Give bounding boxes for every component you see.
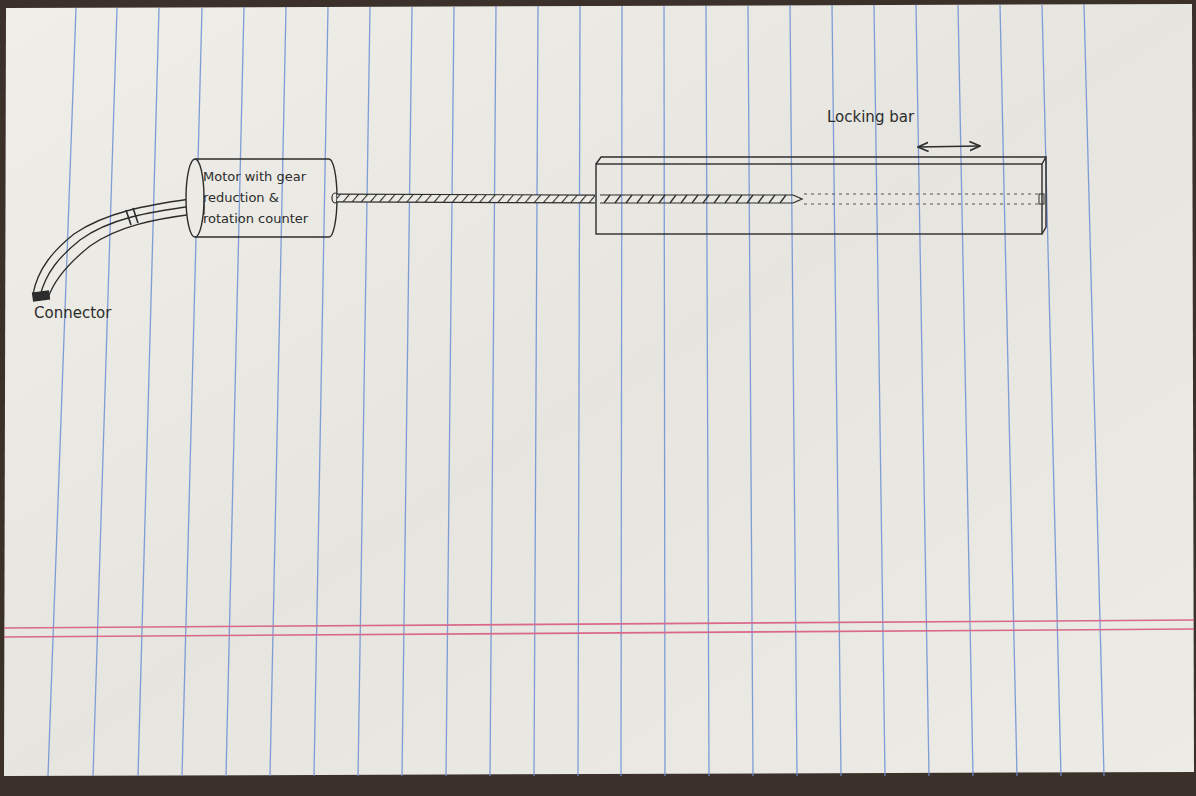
ruled-line [748, 6, 753, 776]
motion-arrow [918, 146, 980, 147]
ruled-lines [48, 4, 1104, 776]
ruled-line [182, 8, 202, 776]
ruled-line [402, 7, 412, 776]
ruled-line [48, 8, 76, 776]
ruled-line [958, 5, 973, 776]
cable-wire [40, 206, 192, 296]
paper-sheet [4, 4, 1194, 776]
margin-lines [4, 620, 1194, 637]
cylinder-end [329, 159, 337, 237]
screw-edge [600, 202, 793, 203]
ruled-line [226, 7, 244, 776]
screw-inside-bar [600, 194, 1044, 204]
motor-shaft [332, 193, 338, 203]
ruled-line [578, 6, 580, 776]
locking-bar: Locking bar [595, 163, 1047, 235]
ruled-line [490, 6, 496, 776]
cable-wire [48, 214, 194, 298]
ruled-line [270, 7, 286, 776]
ruled-line [93, 8, 117, 776]
ruled-line [706, 6, 709, 776]
ruled-line [534, 6, 538, 776]
motor-text: Motor with gear reduction & rotation cou… [203, 166, 329, 229]
ruled-line [790, 5, 797, 776]
margin-line [4, 629, 1194, 637]
ruled-line [138, 8, 159, 776]
locking-bar-outline [595, 163, 1047, 235]
locking-bar-label: Locking bar [827, 107, 967, 128]
rod-thread [337, 198, 595, 199]
ruled-line [446, 7, 454, 776]
screw-tip [793, 195, 802, 203]
ruled-line [664, 6, 665, 776]
hidden-bore [804, 204, 1040, 205]
ruled-line [1042, 5, 1061, 776]
ruled-line [1000, 5, 1017, 776]
hidden-bore [804, 194, 1040, 195]
ruled-line [916, 5, 929, 776]
bar-top-face [596, 157, 1046, 234]
bar-front [596, 164, 1042, 234]
motor-cylinder: Motor with gear reduction & rotation cou… [185, 158, 337, 238]
screw-thread [604, 195, 786, 203]
cable-tie [126, 208, 138, 225]
connector-plug [33, 291, 50, 301]
cylinder-body [195, 159, 329, 237]
margin-line [4, 620, 1194, 628]
ruled-line [358, 7, 370, 776]
ruled-line [314, 7, 328, 776]
rod-outline [337, 198, 595, 199]
connector-label: Connector [34, 304, 111, 322]
ruled-line [1084, 4, 1104, 776]
cable-wire [33, 199, 190, 294]
ruled-line [621, 6, 622, 776]
cylinder-end [186, 159, 204, 237]
threaded-rod [337, 198, 595, 199]
cable [33, 196, 204, 301]
